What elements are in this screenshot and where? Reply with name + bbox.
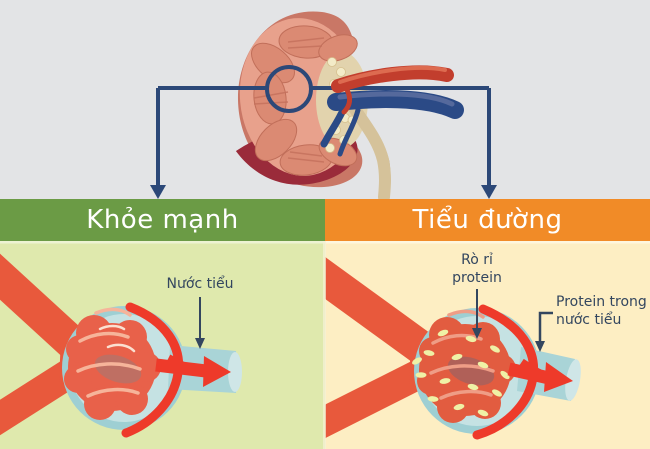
protein-leak-label-line1: Rò rỉ	[461, 252, 493, 268]
kidney-section	[0, 0, 650, 199]
down-arrow-icon-left	[150, 185, 166, 199]
diabetes-glomerulus-panel: Rò rỉ protein Protein trong nước tiểu	[325, 241, 650, 449]
healthy-glomerulus-panel: Nước tiểu	[0, 241, 325, 449]
urine-flow	[121, 302, 231, 438]
header-diabetes-label: Tiểu đường	[412, 205, 563, 235]
down-arrow-icon	[472, 328, 482, 339]
protein-urine-pointer-line	[538, 311, 553, 342]
protein-dots	[412, 329, 510, 417]
down-arrow-icon	[535, 341, 545, 352]
glomerulus-mass	[64, 307, 161, 420]
down-arrow-icon	[195, 338, 205, 349]
renal-artery	[331, 65, 454, 115]
header-healthy-label: Khỏe mạnh	[86, 205, 239, 235]
protein-urine-label-line1: Protein trong	[556, 294, 647, 310]
ureter	[346, 99, 391, 199]
pyramid-striations	[253, 37, 325, 163]
flow-arrow-icon	[544, 362, 573, 392]
kidney-illustration	[150, 11, 497, 199]
urine-label: Nước tiểu	[167, 275, 234, 292]
header-bars: Khỏe mạnh Tiểu đường	[0, 199, 650, 241]
panel-divider	[323, 241, 326, 449]
down-arrow-icon-right	[481, 185, 497, 199]
header-healthy: Khỏe mạnh	[0, 199, 325, 241]
protein-leak-label-line2: protein	[452, 270, 502, 286]
header-diabetes: Tiểu đường	[325, 199, 650, 241]
zoom-highlight-circle-icon	[265, 65, 313, 113]
comparison-panels: Nước tiểu	[0, 241, 650, 449]
urine-flow	[472, 304, 573, 440]
protein-urine-label-line2: nước tiểu	[556, 311, 621, 328]
flow-arrow-icon	[203, 356, 231, 387]
